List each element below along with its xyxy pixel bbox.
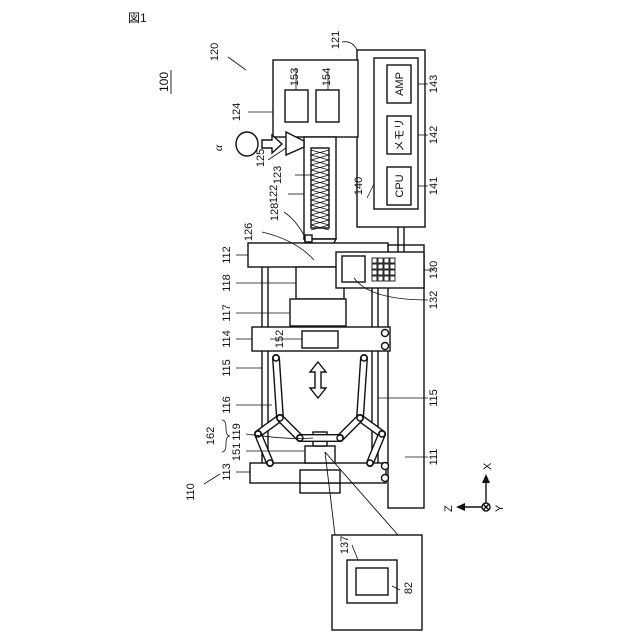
injection-drive-124: [273, 60, 358, 137]
control-cabinet-121: [357, 50, 425, 255]
alpha-symbol: α: [211, 144, 225, 151]
axes-indicator: [456, 474, 490, 511]
figure-title: 図1: [128, 11, 147, 25]
ref-153: 153: [289, 68, 301, 86]
ref-111: 111: [428, 449, 440, 466]
operation-panel-130: [336, 252, 424, 288]
ref-110: 110: [185, 483, 197, 501]
cpu-label: CPU: [394, 174, 406, 197]
ref-115b: 115: [428, 389, 440, 407]
ref-121: 121: [330, 31, 342, 49]
ref-130: 130: [428, 261, 440, 279]
ref-115a: 115: [221, 359, 233, 377]
ref-141: 141: [428, 177, 440, 195]
ref-116: 116: [221, 396, 233, 414]
ref-126: 126: [243, 223, 255, 241]
ref-151: 151: [231, 443, 243, 461]
brace-162: [222, 420, 230, 452]
ref-118: 118: [221, 274, 233, 292]
ref-82: 82: [403, 582, 415, 594]
box-152: [302, 331, 338, 348]
mold-117: [290, 299, 346, 326]
svg-text:100: 100: [157, 72, 171, 92]
ref-162: 162: [205, 427, 217, 445]
crosshead-151: [305, 446, 335, 463]
ref-119: 119: [231, 423, 243, 441]
ref-154: 154: [321, 68, 333, 86]
ref-125: 125: [255, 149, 267, 167]
ref-123: 123: [272, 166, 284, 184]
ref-112: 112: [221, 246, 233, 264]
ref-113: 113: [221, 463, 233, 481]
ref-120: 120: [209, 43, 221, 61]
ref-117: 117: [221, 304, 233, 322]
axis-z-label: Z: [443, 505, 455, 512]
ref-114: 114: [221, 330, 233, 348]
ref-140: 140: [353, 177, 365, 195]
ref-142: 142: [428, 126, 440, 144]
ref-124: 124: [231, 103, 243, 121]
motor-box: [300, 483, 340, 493]
ref-128: 128: [269, 203, 281, 221]
amp-label: AMP: [394, 72, 406, 96]
ref-152: 152: [274, 330, 286, 348]
ref-143: 143: [428, 75, 440, 93]
memory-label: メモリ: [394, 119, 406, 152]
axis-x-label: X: [482, 462, 494, 470]
ref-137: 137: [339, 536, 351, 554]
ref-122: 122: [268, 185, 280, 203]
hopper-125: [236, 132, 304, 156]
ref-132: 132: [428, 291, 440, 309]
axis-y-label: Y: [494, 504, 506, 512]
machine-label-100: 100: [157, 70, 171, 94]
